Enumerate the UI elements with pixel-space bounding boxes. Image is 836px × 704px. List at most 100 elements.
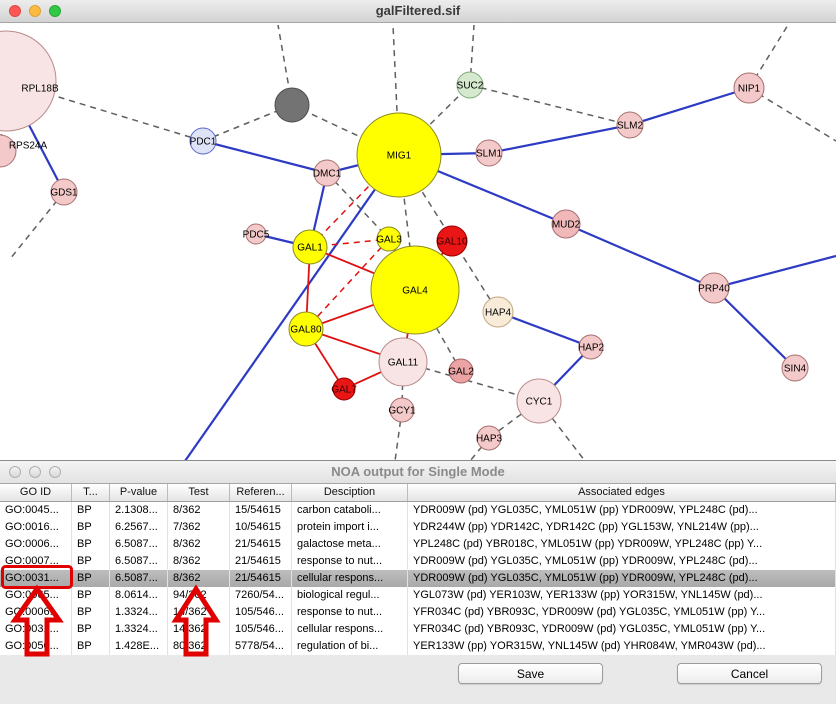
- network-node-PDC1[interactable]: PDC1: [189, 127, 217, 155]
- table-cell[interactable]: 105/546...: [230, 621, 292, 638]
- network-node-unlabeled[interactable]: [274, 87, 310, 123]
- table-cell[interactable]: 7260/54...: [230, 587, 292, 604]
- table-cell[interactable]: YPL248C (pd) YBR018C, YML051W (pp) YDR00…: [408, 536, 836, 553]
- table-cell[interactable]: protein import i...: [292, 519, 408, 536]
- table-cell[interactable]: 14/362: [168, 604, 230, 621]
- table-cell[interactable]: GO:0006...: [0, 604, 72, 621]
- node-circle[interactable]: [356, 112, 442, 198]
- table-cell[interactable]: BP: [72, 587, 110, 604]
- table-cell[interactable]: response to nut...: [292, 604, 408, 621]
- network-node-HAP3[interactable]: HAP3: [476, 425, 503, 451]
- network-node-GDS1[interactable]: GDS1: [50, 178, 78, 206]
- zoom-button[interactable]: [49, 5, 61, 17]
- node-circle[interactable]: [733, 72, 765, 104]
- table-cell[interactable]: GO:0016...: [0, 519, 72, 536]
- network-node-CYC1[interactable]: CYC1: [516, 378, 562, 424]
- cancel-button[interactable]: Cancel: [677, 663, 822, 684]
- table-cell[interactable]: 105/546...: [230, 604, 292, 621]
- node-circle[interactable]: [378, 337, 428, 387]
- table-cell[interactable]: 6.5087...: [110, 553, 168, 570]
- network-node-GAL4[interactable]: GAL4: [370, 245, 460, 335]
- table-cell[interactable]: 1.428E...: [110, 638, 168, 655]
- network-node-GAL3[interactable]: GAL3: [376, 226, 402, 252]
- node-circle[interactable]: [551, 209, 581, 239]
- node-circle[interactable]: [578, 334, 604, 360]
- node-circle[interactable]: [448, 358, 474, 384]
- node-circle[interactable]: [50, 178, 78, 206]
- network-node-RPS24A[interactable]: RPS24A: [0, 134, 48, 168]
- node-circle[interactable]: [313, 159, 341, 187]
- node-circle[interactable]: [475, 139, 503, 167]
- network-node-GAL2[interactable]: GAL2: [448, 358, 474, 384]
- table-cell[interactable]: YFR034C (pd) YBR093C, YDR009W (pd) YGL03…: [408, 604, 836, 621]
- table-cell[interactable]: GO:0045...: [0, 502, 72, 519]
- table-cell[interactable]: 1.3324...: [110, 621, 168, 638]
- network-node-GAL11[interactable]: GAL11: [378, 337, 428, 387]
- close-button[interactable]: [9, 5, 21, 17]
- table-cell[interactable]: 8/362: [168, 570, 230, 587]
- network-node-GCY1[interactable]: GCY1: [388, 397, 416, 423]
- table-cell[interactable]: GO:0050...: [0, 638, 72, 655]
- table-cell[interactable]: biological regul...: [292, 587, 408, 604]
- table-cell[interactable]: BP: [72, 621, 110, 638]
- table-cell[interactable]: 8/362: [168, 553, 230, 570]
- table-cell[interactable]: BP: [72, 536, 110, 553]
- table-cell[interactable]: 8/362: [168, 536, 230, 553]
- table-cell[interactable]: BP: [72, 519, 110, 536]
- node-circle[interactable]: [456, 71, 484, 99]
- network-node-DMC1[interactable]: DMC1: [313, 159, 342, 187]
- table-cell[interactable]: YER133W (pp) YOR315W, YNL145W (pd) YHR08…: [408, 638, 836, 655]
- network-node-GAL7[interactable]: GAL7: [331, 377, 357, 401]
- network-node-SLM2[interactable]: SLM2: [616, 111, 644, 139]
- column-header-desciption[interactable]: Desciption: [292, 484, 408, 501]
- node-circle[interactable]: [781, 354, 809, 382]
- table-cell[interactable]: 15/54615: [230, 502, 292, 519]
- table-cell[interactable]: 1.3324...: [110, 604, 168, 621]
- network-node-RPL18B[interactable]: RPL18B: [0, 30, 59, 132]
- network-node-NIP1[interactable]: NIP1: [733, 72, 765, 104]
- table-cell[interactable]: 8.0614...: [110, 587, 168, 604]
- table-cell[interactable]: cellular respons...: [292, 570, 408, 587]
- node-circle[interactable]: [389, 397, 415, 423]
- node-circle[interactable]: [0, 30, 57, 132]
- network-node-MIG1[interactable]: MIG1: [356, 112, 442, 198]
- table-cell[interactable]: YGL073W (pd) YER103W, YER133W (pp) YOR31…: [408, 587, 836, 604]
- column-header-test[interactable]: Test: [168, 484, 230, 501]
- table-cell[interactable]: BP: [72, 553, 110, 570]
- table-cell[interactable]: YDR009W (pd) YGL035C, YML051W (pp) YDR00…: [408, 553, 836, 570]
- network-node-GAL80[interactable]: GAL80: [288, 311, 324, 347]
- table-cell[interactable]: BP: [72, 502, 110, 519]
- column-header-associated-edges[interactable]: Associated edges: [408, 484, 836, 501]
- network-node-GAL10[interactable]: GAL10: [436, 225, 468, 257]
- table-cell[interactable]: galactose meta...: [292, 536, 408, 553]
- table-cell[interactable]: BP: [72, 638, 110, 655]
- table-cell[interactable]: 21/54615: [230, 536, 292, 553]
- table-cell[interactable]: 6.5087...: [110, 570, 168, 587]
- table-cell[interactable]: YDR009W (pd) YGL035C, YML051W (pp) YDR00…: [408, 502, 836, 519]
- table-cell[interactable]: 6.5087...: [110, 536, 168, 553]
- node-circle[interactable]: [245, 223, 267, 245]
- table-cell[interactable]: 94/362: [168, 587, 230, 604]
- node-circle[interactable]: [0, 134, 17, 168]
- table-cell[interactable]: 14/362: [168, 621, 230, 638]
- table-cell[interactable]: GO:0006...: [0, 536, 72, 553]
- table-cell[interactable]: GO:0065...: [0, 587, 72, 604]
- node-circle[interactable]: [292, 229, 328, 265]
- network-node-HAP4[interactable]: HAP4: [482, 296, 514, 328]
- node-circle[interactable]: [288, 311, 324, 347]
- node-circle[interactable]: [516, 378, 562, 424]
- table-cell[interactable]: BP: [72, 570, 110, 587]
- table-cell[interactable]: 21/54615: [230, 553, 292, 570]
- minimize-button[interactable]: [29, 466, 41, 478]
- save-button[interactable]: Save: [458, 663, 603, 684]
- table-cell[interactable]: YDR244W (pp) YDR142C, YDR142C (pp) YGL15…: [408, 519, 836, 536]
- table-cell[interactable]: GO:0007...: [0, 553, 72, 570]
